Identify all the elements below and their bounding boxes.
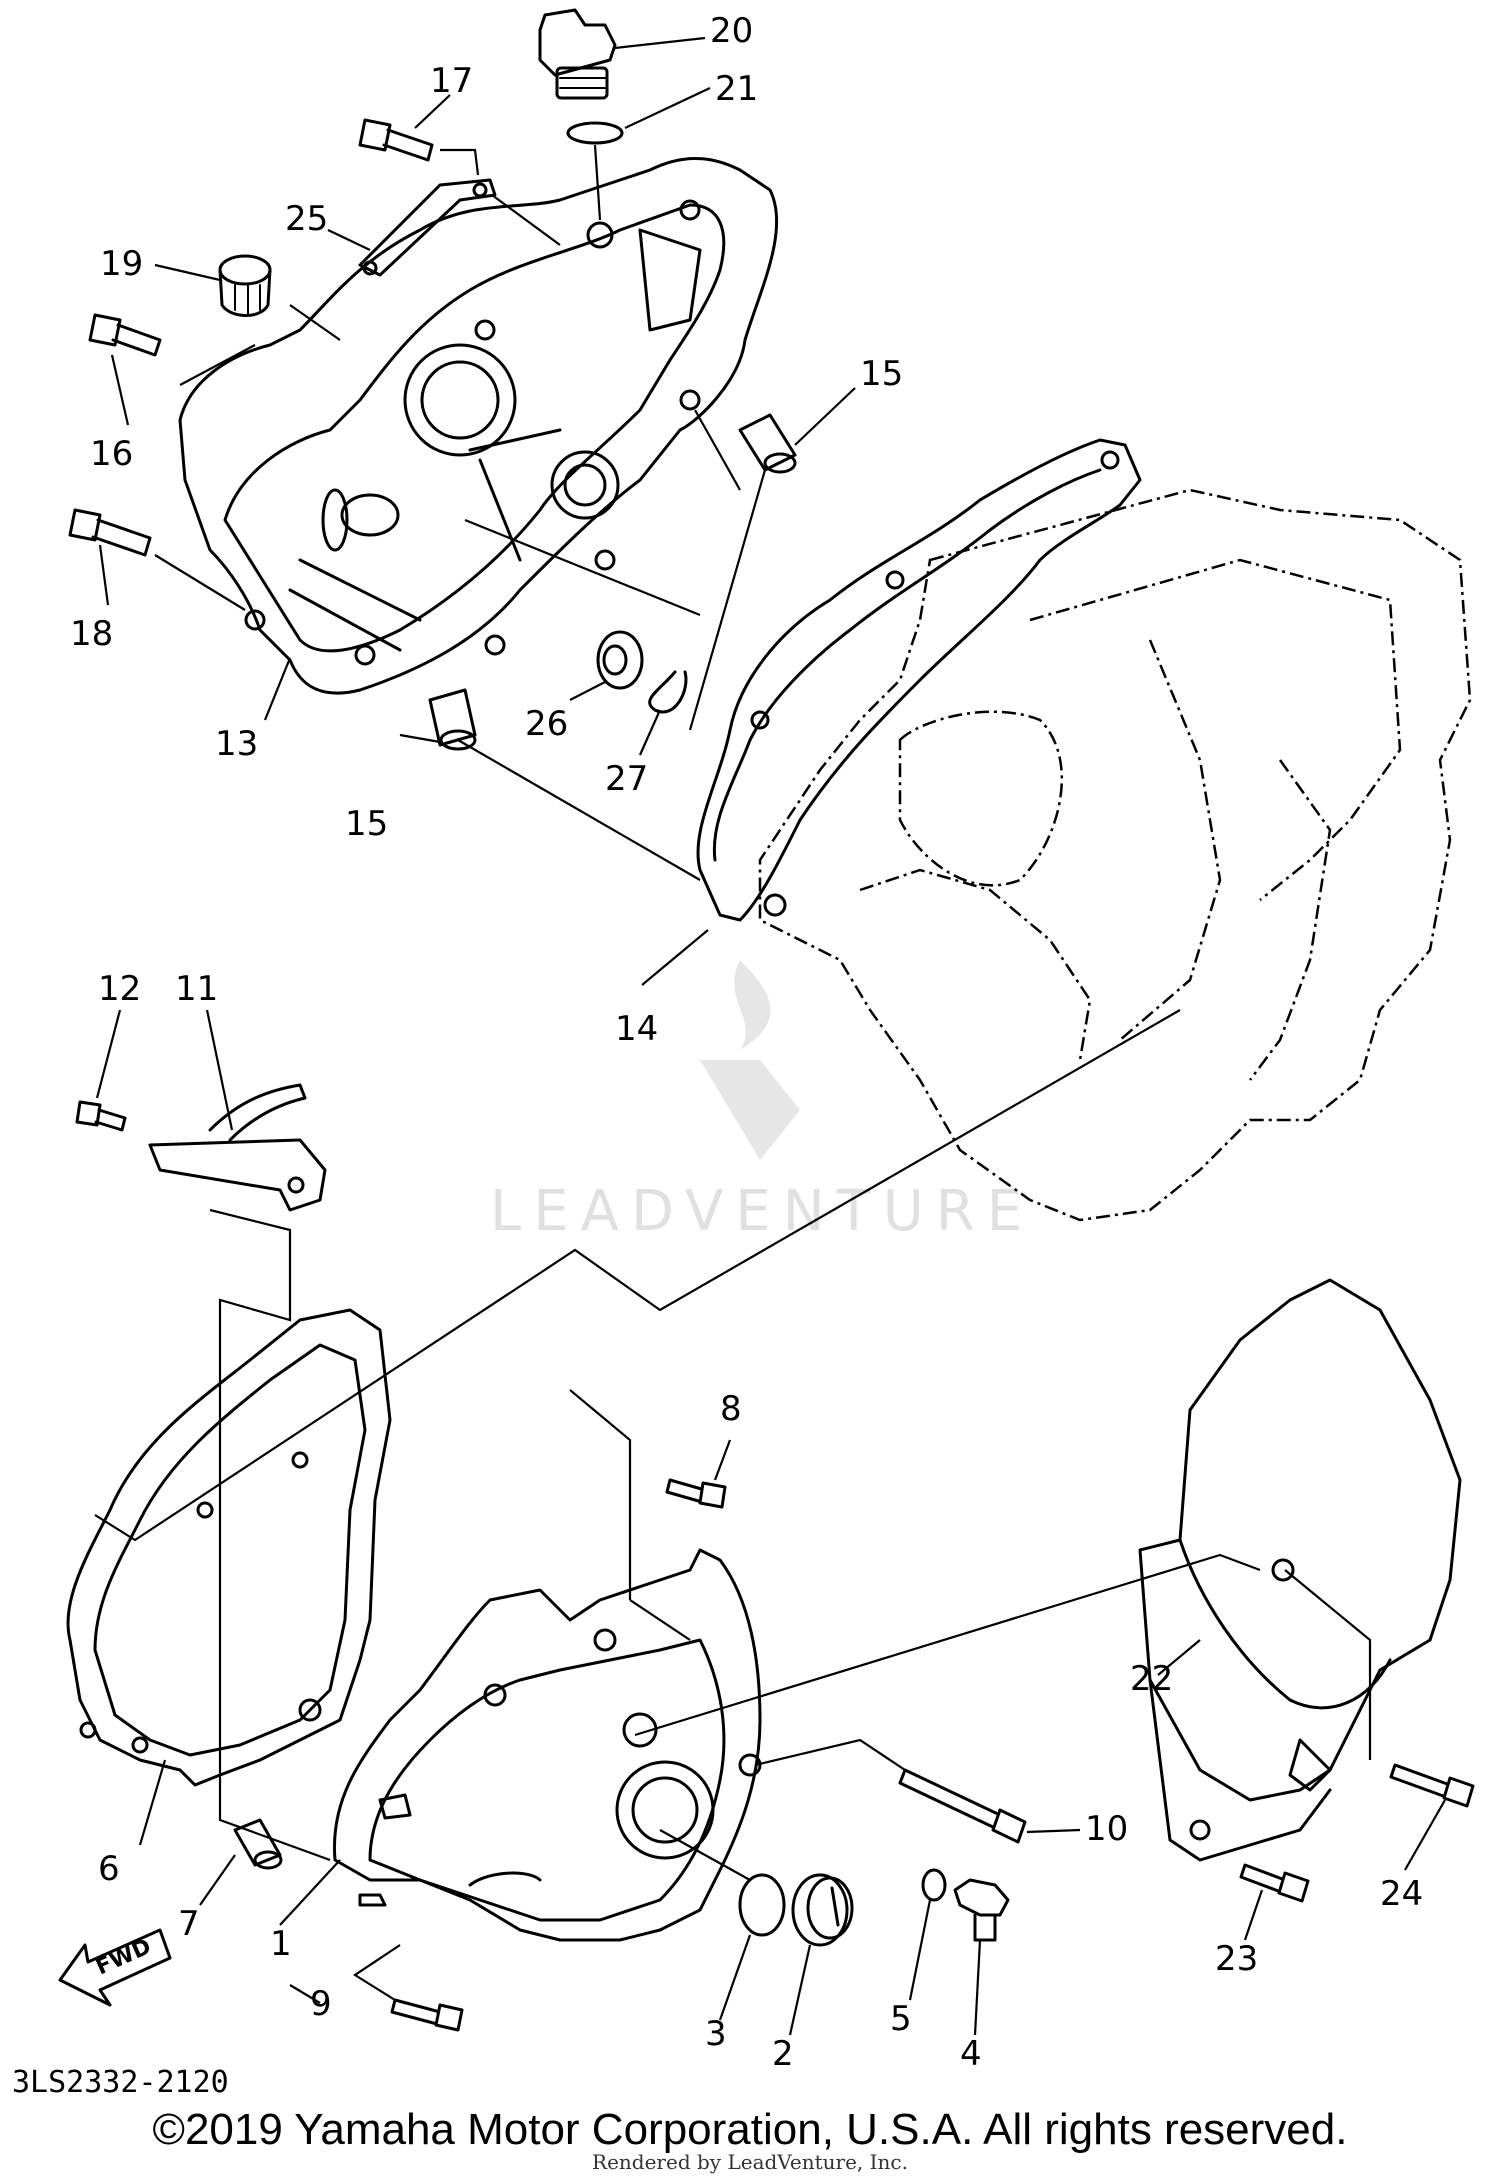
- callout-9: 9: [310, 1984, 332, 2024]
- engine-block-outline: [758, 488, 1472, 1222]
- leader-lines: [94, 148, 1372, 2001]
- callout-18: 18: [70, 614, 113, 654]
- crankcase-cover-right: [332, 1548, 762, 1942]
- o-ring: [566, 121, 624, 145]
- watermark-text: LEADVENTURE: [490, 1179, 1034, 1244]
- gasket-6: [66, 1308, 392, 1787]
- callout-27: 27: [605, 759, 648, 799]
- callout-17: 17: [430, 61, 473, 101]
- bolt-10: [898, 1768, 1027, 1844]
- plug-2: [791, 1873, 854, 1947]
- callout-22: 22: [1130, 1659, 1173, 1699]
- circlip-27: [648, 670, 688, 714]
- crankcase-cover-left: [178, 156, 779, 695]
- callout-16: 16: [90, 434, 133, 474]
- callout-4: 4: [960, 2034, 982, 2074]
- callout-15-upper: 15: [860, 354, 903, 394]
- callout-19: 19: [100, 244, 143, 284]
- plug-19: [218, 254, 272, 317]
- collar-7: [233, 1818, 283, 1870]
- fwd-label: FWD: [92, 1934, 155, 1980]
- callout-5: 5: [890, 1999, 912, 2039]
- bracket-25: [358, 178, 497, 277]
- collar-15-lower: [428, 688, 477, 751]
- callout-labels: 20 21 17 25 19 16 18 15 15 13 26 27 14 1…: [70, 11, 1423, 2074]
- rendered-by-credit: Rendered by LeadVenture, Inc.: [592, 2150, 908, 2174]
- o-ring-3: [738, 1873, 786, 1937]
- copyright-notice: ©2019 Yamaha Motor Corporation, U.S.A. A…: [152, 2105, 1348, 2154]
- bolt-16: [88, 313, 162, 357]
- callout-13: 13: [215, 724, 258, 764]
- callout-14: 14: [615, 1009, 658, 1049]
- bolt-8: [665, 1478, 727, 1509]
- oil-seal-26: [596, 630, 644, 690]
- guide-11: [148, 1083, 327, 1212]
- callout-25: 25: [285, 199, 328, 239]
- callout-3: 3: [705, 2014, 727, 2054]
- callout-2: 2: [772, 2034, 794, 2074]
- bolt-17: [358, 118, 434, 162]
- callout-leaders: [95, 36, 1446, 2036]
- callout-8: 8: [720, 1389, 742, 1429]
- callout-7: 7: [178, 1904, 200, 1944]
- callout-1: 1: [270, 1924, 292, 1964]
- callout-26: 26: [525, 704, 568, 744]
- gasket-14: [696, 438, 1142, 922]
- callout-10: 10: [1085, 1809, 1128, 1849]
- bolt-9: [390, 1998, 464, 2032]
- callout-23: 23: [1215, 1939, 1258, 1979]
- callout-6: 6: [98, 1849, 120, 1889]
- collar-15-upper: [738, 413, 797, 474]
- bolt-18: [68, 508, 152, 557]
- callout-24: 24: [1380, 1874, 1423, 1914]
- callout-20: 20: [710, 11, 753, 51]
- bolt-23: [1239, 1863, 1310, 1903]
- callout-15-lower: 15: [345, 804, 388, 844]
- fwd-arrow: FWD: [58, 1928, 172, 2007]
- o-ring-5: [921, 1868, 947, 1902]
- callout-21: 21: [715, 69, 758, 109]
- callout-12: 12: [98, 969, 141, 1009]
- plug-4: [953, 1878, 1010, 1942]
- screw-12: [75, 1100, 127, 1132]
- oil-filler-cap: [538, 8, 617, 100]
- callout-11: 11: [175, 969, 218, 1009]
- leadventure-watermark: LEADVENTURE: [490, 960, 1034, 1244]
- diagram-code: 3LS2332-2120: [12, 2065, 229, 2100]
- bolt-24: [1389, 1763, 1475, 1808]
- sprocket-cover-22: [1138, 1278, 1462, 1862]
